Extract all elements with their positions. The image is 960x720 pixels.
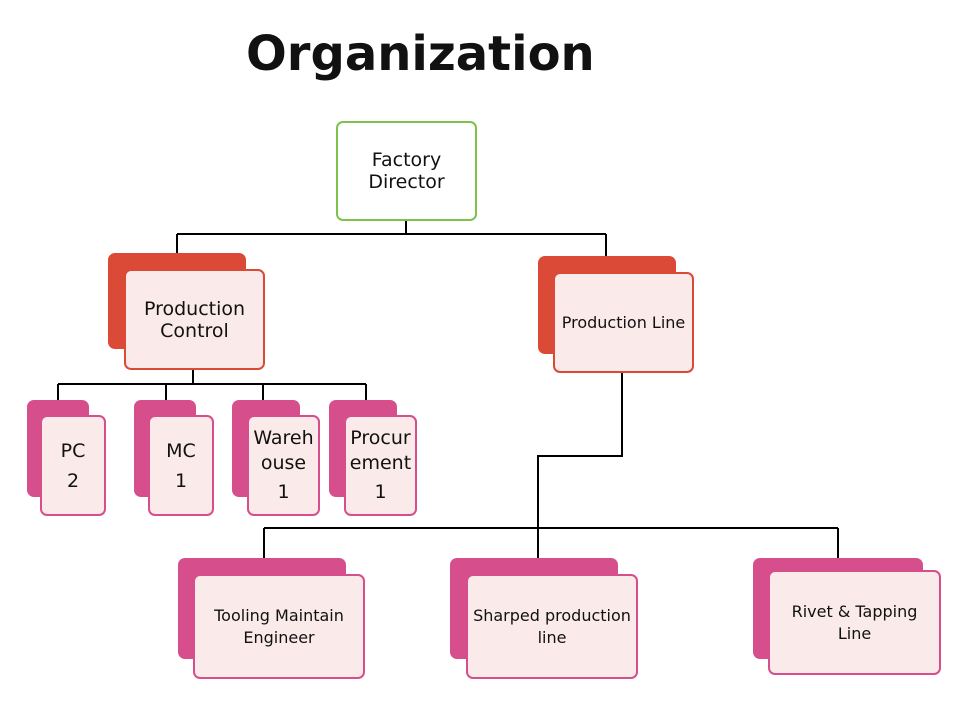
node-warehouse: Wareh ouse 1 xyxy=(232,400,320,516)
node-card: MC 1 xyxy=(148,415,214,516)
node-card: Wareh ouse 1 xyxy=(247,415,320,516)
node-factory-director: Factory Director xyxy=(336,121,477,221)
node-mc: MC 1 xyxy=(134,400,214,516)
node-pc: PC 2 xyxy=(27,400,106,516)
node-card: Production Control xyxy=(124,269,265,370)
node-label-line: ouse xyxy=(260,452,307,474)
node-label-line: Procur xyxy=(350,427,411,449)
node-label-line: line xyxy=(537,627,567,647)
node-label-line: Rivet & Tapping xyxy=(791,601,918,621)
node-tooling-maintain-engineer: Tooling Maintain Engineer xyxy=(178,558,365,679)
node-production-control: Production Control xyxy=(108,253,265,370)
node-label-line: Line xyxy=(837,623,872,643)
node-label-line: 2 xyxy=(66,469,80,492)
node-label-line: ement xyxy=(349,452,412,474)
node-production-line: Production Line xyxy=(538,256,694,373)
node-label-line: PC xyxy=(60,439,86,462)
node-label-line: Director xyxy=(368,171,445,193)
node-card: Rivet & Tapping Line xyxy=(768,570,941,675)
node-label-line: 1 xyxy=(374,481,387,503)
page-title: Organization xyxy=(246,26,595,82)
node-label-line: Sharped production xyxy=(473,605,631,625)
node-label-line: Production Line xyxy=(561,312,686,332)
node-label-line: MC xyxy=(166,439,196,462)
node-label-line: Wareh xyxy=(253,427,314,449)
connector-line-elbow xyxy=(537,373,623,540)
node-label-line: 1 xyxy=(277,481,290,503)
node-card: Production Line xyxy=(553,272,694,373)
node-card: Procur ement 1 xyxy=(344,415,417,516)
node-procurement: Procur ement 1 xyxy=(329,400,417,516)
node-rivet-tapping-line: Rivet & Tapping Line xyxy=(753,558,941,675)
node-label-line: Tooling Maintain xyxy=(214,605,344,625)
node-label-line: 1 xyxy=(174,469,188,492)
node-card: Sharped production line xyxy=(466,574,638,679)
node-label-line: Factory xyxy=(371,149,442,171)
node-card: Tooling Maintain Engineer xyxy=(193,574,365,679)
node-label-line: Engineer xyxy=(243,627,315,647)
node-card: PC 2 xyxy=(40,415,106,516)
node-label-line: Production xyxy=(143,297,246,320)
node-label-line: Control xyxy=(160,319,229,342)
node-sharped-production-line: Sharped production line xyxy=(450,558,638,679)
